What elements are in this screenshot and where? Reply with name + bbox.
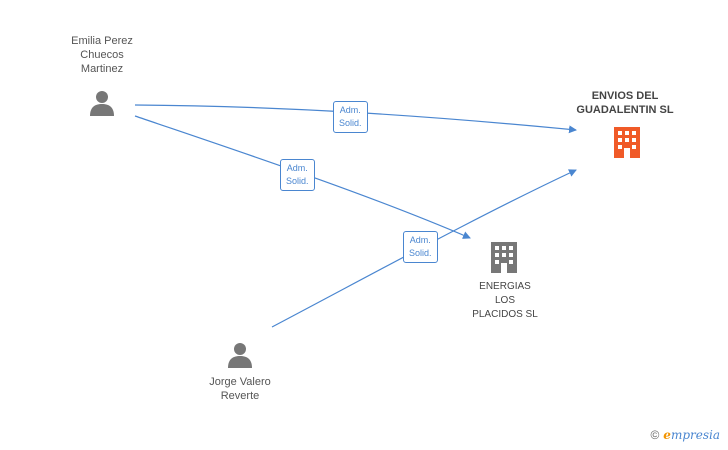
person-icon[interactable] [226,340,254,373]
empresia-logo: empresia [663,428,720,442]
company-name-energias: ENERGIAS LOS PLACIDOS SL [472,281,538,320]
building-icon[interactable] [488,240,520,279]
edge-label-adm-solid[interactable]: Adm. Solid. [333,101,368,133]
edge-label-adm-solid[interactable]: Adm. Solid. [280,159,315,191]
company-name-envios: ENVIOS DEL GUADALENTIN SL [576,90,674,116]
building-icon[interactable] [611,125,643,164]
person-name-jorge: Jorge Valero Reverte [209,376,271,402]
edge-label-adm-solid[interactable]: Adm. Solid. [403,231,438,263]
person-name-emilia: Emilia Perez Chuecos Martinez [71,35,133,75]
copyright-symbol: © [650,428,660,442]
person-icon[interactable] [88,88,116,121]
empresia-watermark: © empresia [650,428,720,442]
